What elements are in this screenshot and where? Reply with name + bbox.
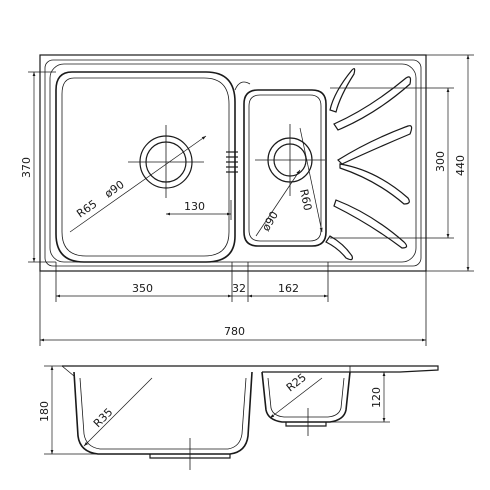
small-bowl-width-label: 162: [278, 282, 299, 295]
small-bowl: [243, 89, 327, 247]
section-large-radius-label: R35: [91, 406, 115, 430]
overall-depth-label: 440: [454, 155, 467, 176]
small-drain: [255, 124, 325, 196]
drainer-board: [325, 68, 413, 261]
small-bowl-height-label: 120: [370, 387, 383, 408]
small-diameter-leader: [255, 169, 301, 237]
large-radius-leader: [69, 135, 207, 233]
sink-inner-rim: [44, 59, 422, 267]
large-bowl-width-label: 350: [132, 282, 153, 295]
top-view-dimensions: 350 32 162 780 370 300 440: [20, 54, 474, 346]
bowl-depth-label: 370: [20, 157, 33, 178]
section-view: R35 R25 180 120: [38, 365, 439, 470]
drainer-depth-label: 300: [434, 151, 447, 172]
overflow-slots: [226, 151, 238, 173]
small-drain-diameter-label: ø90: [259, 209, 281, 233]
large-corner-radius-label: R65: [74, 197, 99, 220]
overall-width-label: 780: [224, 325, 245, 338]
bowl-gap-label: 32: [232, 282, 246, 295]
drain-offset-label: 130: [184, 200, 205, 213]
bowl-divider: [234, 81, 251, 91]
large-bowl-height-label: 180: [38, 401, 51, 422]
small-radius-leader: [299, 127, 323, 233]
sink-outer-rim: [39, 54, 427, 272]
sink-deck: [49, 63, 417, 263]
large-bowl: [55, 71, 238, 263]
top-view: R65 ø90 ø90 R60 130: [39, 54, 427, 272]
small-corner-radius-label: R60: [297, 188, 314, 212]
large-drain-diameter-label: ø90: [102, 178, 126, 201]
large-drain: [128, 125, 204, 198]
